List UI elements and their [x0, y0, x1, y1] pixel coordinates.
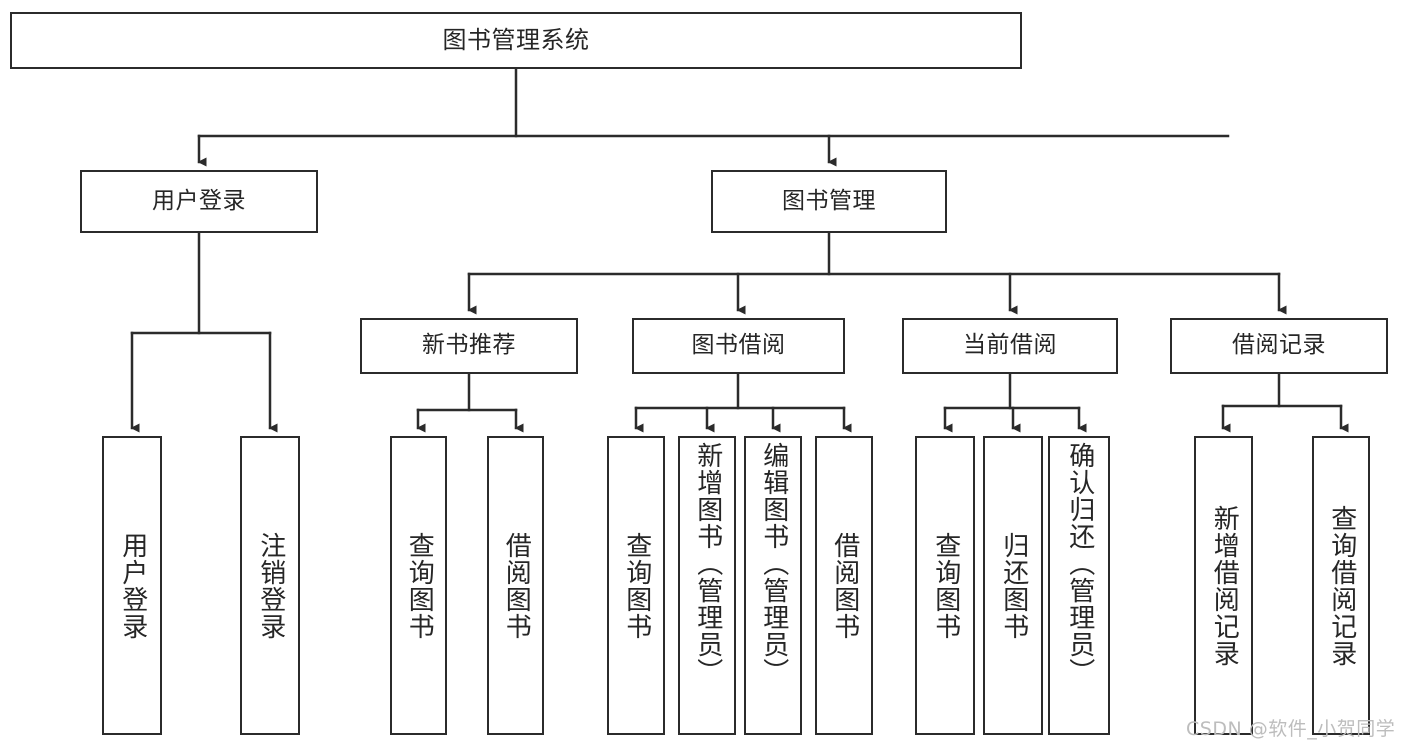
node-borrow-record[interactable]: 借阅记录 [1170, 318, 1388, 374]
node-leaf-borrow-book-1-label: 借阅图书 [501, 531, 532, 640]
node-leaf-query-book-3[interactable]: 查询图书 [915, 436, 975, 735]
node-leaf-return-book-label: 归还图书 [998, 531, 1029, 640]
node-new-book-recommend-label: 新书推荐 [422, 332, 516, 359]
node-leaf-borrow-book-2-label: 借阅图书 [829, 531, 860, 640]
leaf-text-wrap: 确认归还（管理员） [1050, 438, 1108, 737]
node-new-book-recommend[interactable]: 新书推荐 [360, 318, 578, 374]
node-leaf-query-book-3-label: 查询图书 [930, 531, 961, 640]
node-leaf-query-book-2-label: 查询图书 [621, 531, 652, 640]
node-leaf-user-logout-label: 注销登录 [255, 531, 286, 640]
leaf-text-wrap: 查询图书 [609, 438, 663, 733]
node-leaf-user-login-label: 用户登录 [117, 531, 148, 640]
node-leaf-confirm-return[interactable]: 确认归还（管理员） [1048, 436, 1110, 735]
node-current-borrow[interactable]: 当前借阅 [902, 318, 1118, 374]
node-book-manage-label: 图书管理 [782, 187, 876, 214]
leaf-text-wrap: 编辑图书（管理员） [746, 438, 800, 737]
leaf-text-wrap: 借阅图书 [489, 438, 542, 733]
leaf-text-wrap: 注销登录 [242, 438, 298, 733]
node-leaf-user-login[interactable]: 用户登录 [102, 436, 162, 735]
leaf-text-wrap: 查询借阅记录 [1314, 438, 1368, 733]
node-leaf-borrow-book-1[interactable]: 借阅图书 [487, 436, 544, 735]
leaf-text-wrap: 新增图书（管理员） [680, 438, 734, 737]
node-leaf-query-book-2[interactable]: 查询图书 [607, 436, 665, 735]
node-leaf-query-book-1-label: 查询图书 [404, 531, 435, 640]
node-leaf-confirm-return-label: 确认归还（管理员） [1064, 442, 1095, 685]
node-user-login[interactable]: 用户登录 [80, 170, 318, 233]
node-root-label: 图书管理系统 [442, 26, 590, 55]
node-book-manage[interactable]: 图书管理 [711, 170, 947, 233]
node-borrow-record-label: 借阅记录 [1232, 332, 1326, 359]
node-leaf-query-record-label: 查询借阅记录 [1326, 504, 1357, 667]
node-leaf-add-record[interactable]: 新增借阅记录 [1194, 436, 1253, 735]
node-user-login-label: 用户登录 [152, 187, 246, 214]
leaf-text-wrap: 用户登录 [104, 438, 160, 733]
node-book-borrow-label: 图书借阅 [691, 332, 786, 359]
node-leaf-return-book[interactable]: 归还图书 [983, 436, 1043, 735]
node-leaf-user-logout[interactable]: 注销登录 [240, 436, 300, 735]
leaf-text-wrap: 归还图书 [985, 438, 1041, 733]
node-leaf-borrow-book-2[interactable]: 借阅图书 [815, 436, 873, 735]
leaf-text-wrap: 借阅图书 [817, 438, 871, 733]
node-book-borrow[interactable]: 图书借阅 [632, 318, 845, 374]
node-leaf-query-record[interactable]: 查询借阅记录 [1312, 436, 1370, 735]
node-leaf-edit-book-label: 编辑图书（管理员） [758, 442, 789, 685]
node-leaf-query-book-1[interactable]: 查询图书 [390, 436, 447, 735]
leaf-text-wrap: 查询图书 [392, 438, 445, 733]
node-root[interactable]: 图书管理系统 [10, 12, 1022, 69]
node-leaf-add-book[interactable]: 新增图书（管理员） [678, 436, 736, 735]
node-leaf-add-book-label: 新增图书（管理员） [692, 442, 723, 685]
node-leaf-edit-book[interactable]: 编辑图书（管理员） [744, 436, 802, 735]
watermark-text: CSDN @软件_小贺同学 [1186, 718, 1396, 740]
leaf-text-wrap: 查询图书 [917, 438, 973, 733]
leaf-text-wrap: 新增借阅记录 [1196, 438, 1251, 733]
node-leaf-add-record-label: 新增借阅记录 [1209, 504, 1240, 667]
node-current-borrow-label: 当前借阅 [963, 332, 1057, 359]
